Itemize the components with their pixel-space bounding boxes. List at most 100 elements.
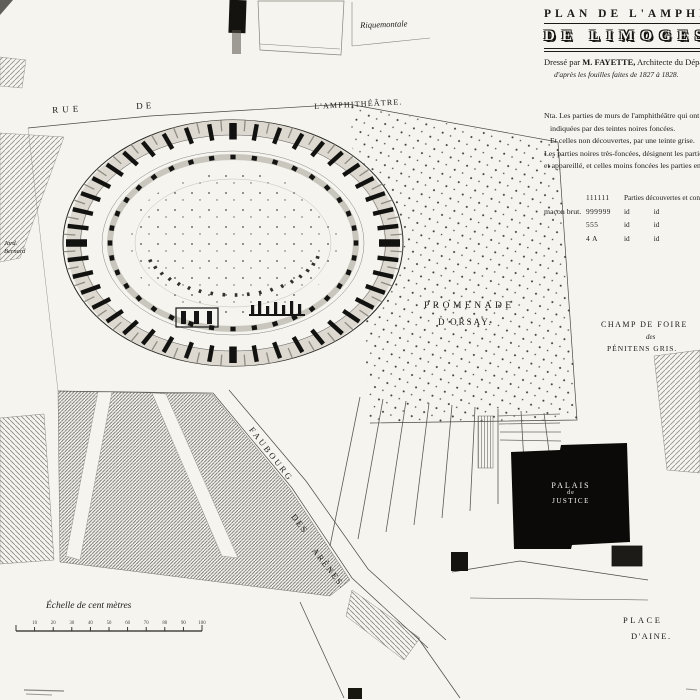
- legend-row: 555 id id: [586, 220, 700, 234]
- area-label-promenade: PROMENADE: [424, 301, 515, 311]
- title-rule-2: [544, 48, 700, 52]
- svg-text:30: 30: [69, 621, 74, 626]
- small-building-black: [451, 552, 468, 571]
- legend-text-2: id: [653, 220, 660, 229]
- legend-swatch: 111111: [586, 193, 610, 202]
- fold-mark-top: [228, 0, 247, 34]
- amphitheatre-mid-wall: [101, 150, 365, 336]
- arena-lower-arc-marks: [148, 255, 320, 297]
- legend-text: Parties découvertes et conservées: [624, 193, 700, 202]
- plot-outline-topcenter: [257, 0, 345, 56]
- legend-text-2: id: [653, 206, 660, 216]
- svg-text:70: 70: [144, 621, 149, 626]
- street-lines: [27, 0, 649, 699]
- wall-strip-near-palais: [477, 415, 494, 469]
- street-branch-2: [417, 637, 461, 699]
- city-block-right-edge: [653, 349, 700, 474]
- street-along-palais: [451, 560, 649, 581]
- note-line-6: maçon brut.: [544, 207, 582, 216]
- svg-text:60: 60: [125, 621, 130, 626]
- note-line-3: Et celles non découvertes, par une teint…: [550, 136, 695, 145]
- area-label-des: des: [646, 333, 656, 341]
- svg-text:10: 10: [32, 621, 37, 626]
- street-label-de: DE: [136, 100, 155, 111]
- terrace-line-2: [498, 422, 561, 425]
- bottom-edge-mark: [348, 688, 362, 699]
- legend-text: id: [624, 220, 630, 229]
- note-line-2: indiquées par des teintes noires foncées…: [550, 123, 676, 133]
- fold-smudge: [232, 30, 241, 54]
- legend-swatch: 999999: [586, 206, 611, 216]
- scale-caption: Échelle de cent mètres: [46, 601, 132, 611]
- field-label-riquemontale: Riquemontale: [360, 18, 408, 30]
- note-line-4: Les parties noires très-foncées, désigne…: [544, 148, 700, 158]
- area-label-place: PLACE: [623, 615, 663, 625]
- title-block: PLAN DE L'AMPHITHÉÂTRE DE LIMOGES Dressé…: [544, 8, 700, 79]
- legend-swatch: 555: [586, 220, 599, 229]
- map-title-line1: PLAN DE L'AMPHITHÉÂTRE: [544, 8, 700, 20]
- signature-smudge-1: [23, 689, 65, 692]
- riquemontale-plot-line-2: [351, 37, 431, 47]
- street-cut-2: [151, 392, 239, 559]
- arena-dotted-interior: [127, 172, 339, 314]
- promenade-dotted-area: [350, 106, 577, 423]
- excavated-structure-b: [249, 301, 305, 316]
- city-blocks: [0, 56, 700, 661]
- area-label-daine: D'AINE.: [631, 631, 672, 641]
- amphitheatre-radial-piers: [66, 123, 400, 363]
- note-line-1: Nta. Les parties de murs de l'amphithéât…: [544, 111, 700, 120]
- legend-row: 111111 Parties découvertes et conservées: [586, 193, 700, 207]
- legend-row: 999999 id id: [586, 207, 700, 221]
- south-plot-boundary: [57, 390, 214, 394]
- legend-swatch: 4 A: [586, 233, 598, 243]
- palais-label-line3: JUSTICE: [552, 497, 590, 505]
- palais-black-mass: [511, 443, 630, 549]
- city-block-left-column: [0, 413, 55, 565]
- street-along-palais-2: [469, 597, 649, 601]
- byline-intro: Dressé par: [544, 57, 581, 67]
- street-branch-1: [299, 601, 345, 699]
- faubourg-street-right-edge: [228, 389, 447, 641]
- note-line-5: et appareillé, et celles moins foncées l…: [544, 161, 700, 170]
- byline: Dressé par M. FAYETTE, Architecte du Dép…: [544, 57, 700, 67]
- excavated-structure-a: [175, 307, 219, 328]
- field-label-jardin-2: Bernard: [4, 248, 26, 255]
- byline-subline: d'après les fouilles faites de 1827 à 18…: [554, 70, 679, 79]
- signature-smudge-2: [25, 693, 53, 696]
- legend-text: id: [624, 206, 630, 216]
- promenade-boundary: [369, 141, 578, 424]
- map-title-line2: DE LIMOGES: [544, 28, 700, 44]
- faubourg-street-left-edge: [212, 392, 429, 649]
- palais-de-justice-building: [451, 443, 643, 571]
- corner-mark-bottomright: [685, 688, 698, 691]
- svg-text:80: 80: [162, 621, 167, 626]
- street-label-rue: RUE: [52, 103, 83, 115]
- svg-text:40: 40: [88, 621, 93, 626]
- amphitheatre-minor-piers: [63, 120, 403, 366]
- palais-label: PALAIS de JUSTICE: [536, 481, 606, 505]
- city-block-below-street: [345, 589, 421, 661]
- palais-annex: [611, 545, 643, 567]
- area-label-penitens-gris: PÉNITENS GRIS.: [607, 344, 678, 353]
- svg-text:100: 100: [198, 621, 206, 626]
- palais-label-line2: de: [567, 490, 575, 496]
- arena-edge: [134, 178, 332, 308]
- terrace-line-1: [497, 413, 561, 417]
- legend-text: id: [624, 233, 630, 243]
- north-plot-boundary: [27, 103, 559, 143]
- palais-label-line1: PALAIS: [551, 481, 591, 490]
- svg-text:90: 90: [181, 621, 186, 626]
- field-label-jardin-1: Jard.: [4, 240, 18, 247]
- amphitheatre: [62, 119, 404, 367]
- west-plot-boundary: [27, 127, 59, 392]
- title-rule-1: [544, 23, 700, 24]
- byline-rest: Architecte du Département: [637, 57, 700, 67]
- street-cut-1: [65, 391, 113, 561]
- legend-notes: Nta. Les parties de murs de l'amphithéât…: [544, 110, 700, 173]
- plot-inner-line: [259, 43, 341, 50]
